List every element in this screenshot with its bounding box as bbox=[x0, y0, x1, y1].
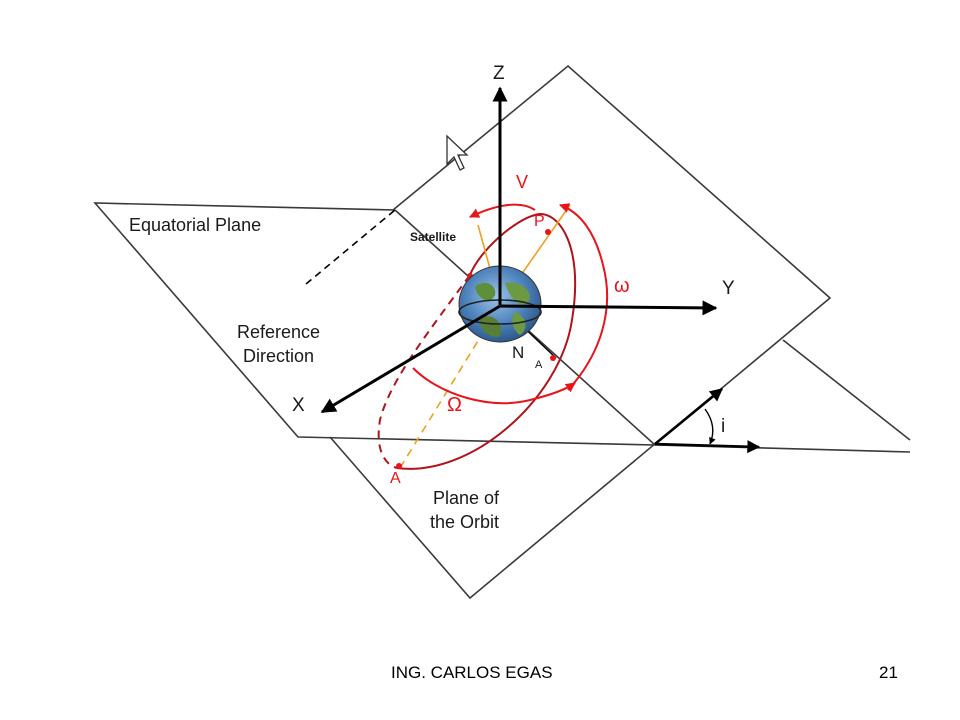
reference-dashed-line bbox=[305, 209, 396, 285]
plane-orbit-label-1: Plane of bbox=[433, 488, 500, 508]
equatorial-plane-label: Equatorial Plane bbox=[129, 215, 261, 235]
y-axis-label: Y bbox=[722, 278, 735, 299]
apogee-point bbox=[396, 463, 402, 469]
footer-page-number: 21 bbox=[879, 663, 898, 682]
y-axis-arrow bbox=[499, 300, 718, 316]
angle-arcs bbox=[412, 203, 609, 405]
inclination-label: i bbox=[721, 416, 725, 437]
mouse-cursor-icon bbox=[446, 134, 469, 171]
arg-perigee-label: ω bbox=[614, 275, 630, 297]
apogee-label: A bbox=[390, 470, 401, 487]
orbit-ellipse bbox=[377, 213, 577, 470]
reference-direction-label-1: Reference bbox=[237, 322, 320, 342]
node-label: N bbox=[512, 343, 524, 362]
axes bbox=[320, 86, 718, 414]
footer-author: ING. CARLOS EGAS bbox=[391, 663, 553, 682]
omega-arc bbox=[559, 203, 609, 391]
orbit-points bbox=[396, 229, 556, 469]
x-axis-arrow bbox=[320, 304, 501, 414]
z-axis-label: Z bbox=[493, 63, 505, 84]
orbit-plane bbox=[329, 64, 832, 600]
node-point bbox=[550, 355, 556, 361]
velocity-arc bbox=[469, 203, 536, 218]
perigee-label: P bbox=[534, 213, 545, 230]
x-axis-label: X bbox=[292, 395, 305, 416]
reference-direction-label-2: Direction bbox=[243, 346, 314, 366]
raan-label: Ω bbox=[447, 394, 462, 416]
plane-orbit-label-2: the Orbit bbox=[430, 512, 499, 532]
inclination-indicator bbox=[654, 387, 761, 454]
node-subscript: A bbox=[535, 359, 543, 371]
velocity-label: V bbox=[516, 172, 528, 192]
raan-arc bbox=[412, 367, 576, 405]
perigee-point bbox=[545, 229, 551, 235]
satellite-label: Satellite bbox=[410, 230, 456, 244]
